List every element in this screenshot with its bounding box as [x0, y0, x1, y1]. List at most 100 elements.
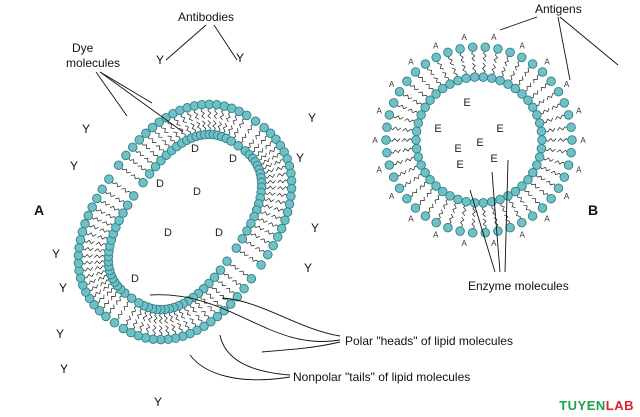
- lipid-tail: [239, 271, 248, 277]
- antibodies-pointer-right: [214, 25, 237, 60]
- lipid-tail: [531, 90, 538, 98]
- lipid-tail: [277, 173, 287, 177]
- lipid-tail: [146, 324, 149, 335]
- lipid-head-inner: [223, 257, 232, 266]
- lipid-tail: [143, 311, 147, 321]
- lipid-tail: [274, 208, 285, 212]
- lipid-head-outer: [383, 123, 392, 132]
- lipid-tail: [214, 108, 217, 119]
- lipid-tail: [175, 117, 181, 126]
- lipid-head-outer: [506, 223, 515, 232]
- lipid-tail: [159, 326, 162, 337]
- lipid-tail: [100, 229, 110, 233]
- lipid-head-inner: [488, 74, 497, 83]
- lipid-head-outer: [382, 136, 391, 145]
- lipid-tail: [403, 148, 413, 152]
- lipid-tail: [239, 250, 248, 256]
- heads-pointer-1: [222, 298, 340, 336]
- enzyme-molecules-group: EEEEEEE: [434, 97, 503, 171]
- lipid-tail: [536, 175, 546, 180]
- lipid-tail: [115, 198, 125, 203]
- lipid-tail: [403, 94, 413, 99]
- lipid-tail: [255, 148, 262, 156]
- lipid-tail: [83, 248, 94, 251]
- dye-pointer-2: [100, 72, 183, 132]
- lipid-head-outer: [403, 194, 412, 203]
- lipid-tail: [427, 189, 433, 198]
- lipid-tail: [262, 205, 273, 209]
- lipid-tail: [546, 181, 556, 186]
- lipid-tail: [268, 223, 278, 227]
- lipid-tail: [105, 191, 115, 196]
- lipid-tail: [142, 142, 151, 148]
- lipid-head-outer: [432, 218, 441, 227]
- lipid-head-inner: [454, 76, 463, 85]
- lipid-head-outer: [468, 43, 477, 52]
- lipid-head-outer: [251, 117, 260, 126]
- antibody-icon: Y: [70, 159, 78, 173]
- lipid-tail: [413, 100, 423, 105]
- lipid-tail: [138, 309, 143, 319]
- lipid-tail: [420, 182, 427, 190]
- lipid-tail: [255, 248, 265, 253]
- lipid-tail: [188, 111, 193, 121]
- lipid-tail: [95, 209, 105, 214]
- enzyme-molecule: E: [496, 123, 503, 135]
- lipid-tail: [140, 322, 144, 332]
- dye-molecule: D: [215, 227, 223, 239]
- lipid-head-outer: [560, 99, 569, 108]
- lipid-tail: [254, 225, 264, 230]
- panel-b-letter: B: [588, 202, 598, 218]
- lipid-head-outer: [421, 212, 430, 221]
- lipid-head-outer: [287, 192, 296, 201]
- lipid-tail: [397, 104, 407, 109]
- lipid-tail: [208, 108, 211, 119]
- lipid-head-outer: [444, 223, 453, 232]
- lipid-tail: [96, 242, 107, 245]
- lipid-tail: [217, 280, 226, 286]
- lipid-tail: [112, 292, 119, 301]
- lipid-tail: [185, 126, 191, 135]
- lipid-tail: [125, 316, 130, 326]
- lipid-tail: [418, 197, 424, 206]
- lipid-tail: [248, 124, 254, 133]
- lipid-tail: [110, 206, 120, 211]
- lipid-tail: [181, 114, 187, 123]
- lipid-head-outer: [456, 227, 465, 236]
- lipid-tail: [144, 158, 153, 164]
- lipid-tail: [138, 166, 147, 172]
- lipid-head-outer: [554, 184, 563, 193]
- lipid-tail: [523, 205, 530, 213]
- lipid-tail: [153, 325, 156, 336]
- lipid-head-inner: [414, 119, 423, 128]
- lipid-tail: [100, 200, 110, 205]
- lipid-head-outer: [385, 161, 394, 170]
- antibody-icon: Y: [236, 51, 244, 65]
- lipid-tail: [201, 108, 205, 118]
- lipid-head-outer: [411, 68, 420, 77]
- lipid-tail: [162, 141, 170, 148]
- lipid-head-outer: [383, 148, 392, 157]
- lipid-tail: [101, 280, 110, 286]
- enzyme-molecule: E: [456, 159, 463, 171]
- lipid-head-inner: [535, 153, 544, 162]
- lipid-tail: [214, 301, 222, 308]
- lipid-head-outer: [567, 148, 576, 157]
- lipid-tail: [532, 199, 540, 206]
- lipid-tail: [94, 255, 105, 258]
- dye-molecule: D: [164, 227, 172, 239]
- lipid-tail: [223, 123, 227, 133]
- lipid-tail: [240, 118, 245, 128]
- lipid-tail: [438, 61, 444, 70]
- lipid-tail: [195, 300, 202, 308]
- lipid-tail: [228, 125, 233, 135]
- polar-heads-label: Polar "heads" of lipid molecules: [345, 334, 513, 348]
- liposome-a: [74, 100, 296, 344]
- lipid-head-inner: [417, 161, 426, 170]
- lipid-tail: [449, 56, 454, 65]
- lipid-head-outer: [76, 236, 85, 245]
- antigen-icon: A: [564, 80, 570, 89]
- lipid-tail: [534, 75, 540, 84]
- lipid-tail: [427, 204, 433, 213]
- lipid-tail: [161, 125, 168, 133]
